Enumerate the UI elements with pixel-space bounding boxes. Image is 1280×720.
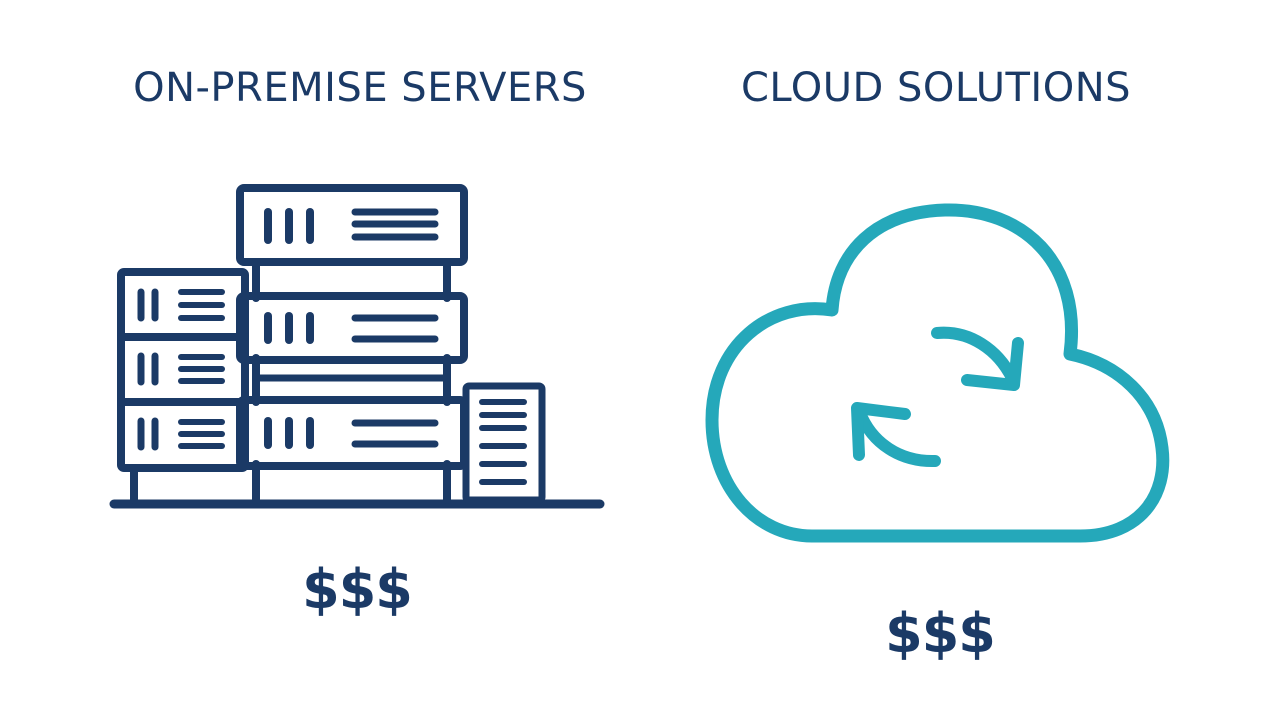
right-server-tower [462, 382, 546, 504]
on-premise-price: $$$ [302, 558, 413, 621]
cloud-price: $$$ [885, 602, 996, 665]
sync-arrows-icon [851, 326, 1024, 468]
left-server-tower [117, 268, 249, 504]
server-rack-icon [109, 184, 605, 509]
center-server-tower [236, 184, 468, 504]
on-premise-title: ON-PREMISE SERVERS [133, 65, 587, 111]
cloud-outline [705, 203, 1170, 543]
cloud-title: CLOUD SOLUTIONS [740, 65, 1132, 111]
cloud-sync-icon [705, 203, 1170, 543]
